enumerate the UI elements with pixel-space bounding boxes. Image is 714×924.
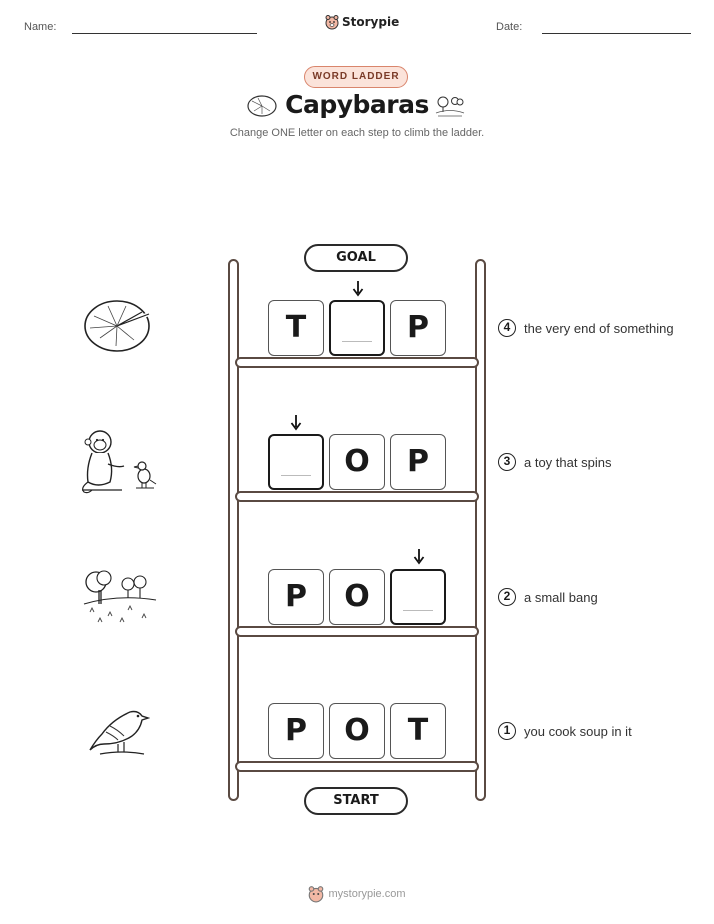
clue-item: 4 the very end of something [498,319,674,337]
arrow-down-icon [290,415,302,431]
bird-icon [89,710,150,755]
instructions: Change ONE letter on each step to climb … [229,127,485,139]
letter-tile: T [390,703,446,759]
name-label: Name: [24,21,57,33]
arrow-down-icon [352,281,364,297]
ladder-frame [228,259,486,801]
footer: mystorypie.com [0,885,714,903]
storypie-mascot-icon [309,886,324,903]
blank-letter-tile[interactable] [268,434,324,490]
start-label: START [304,787,408,815]
date-label: Date: [496,21,523,33]
clue-item: 1 you cook soup in it [498,722,632,740]
name-line[interactable] [72,33,257,34]
brand-logo: Storypie [325,14,399,30]
blank-letter-tile[interactable] [329,300,385,356]
step-number: 1 [498,722,516,740]
step-number: 4 [498,319,516,337]
clue-text: a small bang [524,589,598,605]
blank-letter-tile[interactable] [390,569,446,625]
clue-item: 2 a small bang [498,588,598,606]
letter-tile: T [268,300,324,356]
storypie-mascot-icon [325,15,339,30]
clue-text: a toy that spins [524,454,612,470]
page-title: Capybaras [285,90,429,119]
letter-tile: P [268,569,324,625]
date-line[interactable] [542,33,691,34]
letter-tile: P [390,300,446,356]
step-number: 3 [498,453,516,471]
park-trees-icon [83,570,157,623]
letter-tile: O [329,434,385,490]
clue-text: the very end of something [524,320,674,336]
letter-tile: O [329,569,385,625]
lily-pad-icon [84,300,150,352]
letter-tile: P [390,434,446,490]
letter-tile: P [268,703,324,759]
arrow-down-icon [413,549,425,565]
park-small-icon [435,96,465,117]
brand-name: Storypie [342,15,400,29]
word-ladder-badge: WORD LADDER [304,66,408,88]
clue-text: you cook soup in it [524,723,632,739]
clue-item: 3 a toy that spins [498,453,611,471]
letter-tile: O [329,703,385,759]
step-number: 2 [498,588,516,606]
goal-label: GOAL [304,244,408,272]
monkey-bird-icon [82,430,157,494]
lily-pad-small-icon [247,95,277,117]
footer-url[interactable]: mystorypie.com [328,888,406,900]
